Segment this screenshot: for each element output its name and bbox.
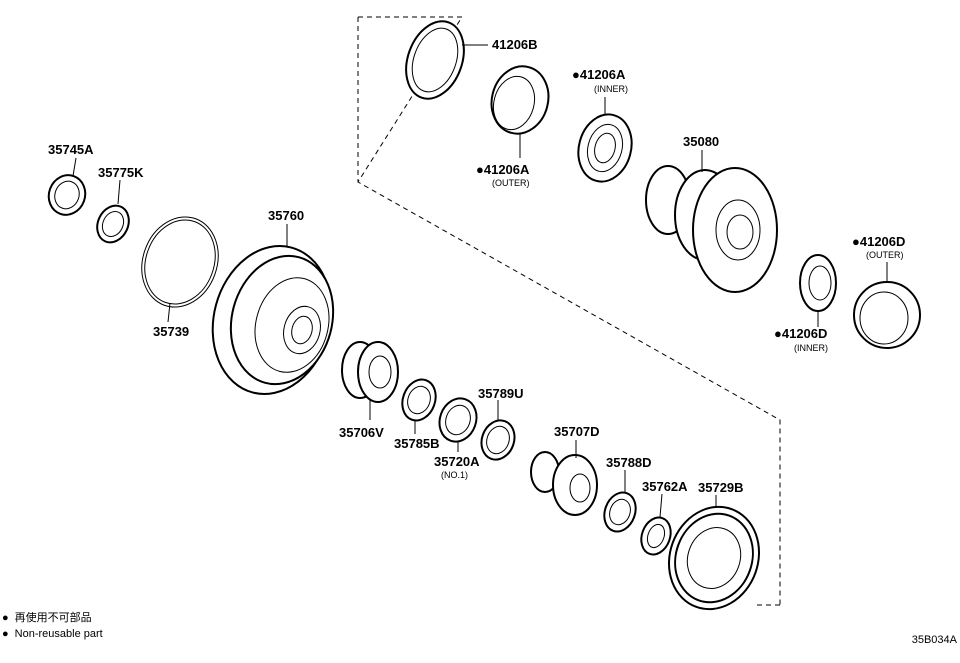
label-41206D-outer-sub: (OUTER): [866, 250, 904, 260]
label-41206A-inner-sub: (INNER): [594, 84, 628, 94]
non-reusable-marker: ●: [852, 234, 860, 249]
label-35739: 35739: [153, 324, 189, 339]
legend-marker: ●: [2, 628, 9, 640]
legend: ●再使用不可部品 ●Non-reusable part: [2, 610, 103, 640]
part-35789U-washer: [480, 419, 516, 461]
label-35720A-sub: (NO.1): [441, 470, 468, 480]
part-41206A-outer-race: [490, 65, 550, 135]
legend-marker: ●: [2, 612, 9, 624]
non-reusable-marker: ●: [476, 162, 484, 177]
label-41206D-outer: ●41206D: [852, 234, 905, 249]
part-35775K-washer: [96, 204, 130, 244]
label-35788D: 35788D: [606, 455, 652, 470]
part-35706V-pinion-gear: [341, 341, 399, 403]
legend-line-en: ●Non-reusable part: [2, 628, 103, 640]
label-35789U: 35789U: [478, 386, 524, 401]
label-35707D: 35707D: [554, 424, 600, 439]
part-35080-gear-shaft: [645, 165, 778, 293]
part-35739-snap-ring: [141, 216, 219, 308]
part-35720A-thrust-bearing: [438, 397, 478, 443]
label-41206D-inner: ●41206D: [774, 326, 827, 341]
diagram-code: 35B034A: [912, 634, 958, 646]
part-41206A-inner-bearing: [577, 113, 633, 183]
part-35762A-thrust-bearing: [640, 516, 672, 556]
label-41206A-outer-sub: (OUTER): [492, 178, 530, 188]
label-35775K: 35775K: [98, 165, 144, 180]
label-41206A-outer: ●41206A: [476, 162, 530, 177]
label-35080: 35080: [683, 134, 719, 149]
non-reusable-marker: ●: [572, 67, 580, 82]
legend-line-jp: ●再使用不可部品: [2, 610, 92, 624]
part-41206B-ring: [405, 20, 465, 100]
part-41206D-inner-bearing: [799, 254, 837, 312]
non-reusable-marker: ●: [774, 326, 782, 341]
label-35720A: 35720A: [434, 454, 480, 469]
label-35706V: 35706V: [339, 425, 384, 440]
part-35788D-washer: [603, 491, 637, 533]
label-35762A: 35762A: [642, 479, 688, 494]
label-41206D-inner-sub: (INNER): [794, 343, 828, 353]
label-35745A: 35745A: [48, 142, 94, 157]
label-35729B: 35729B: [698, 480, 744, 495]
part-35760-planetary-carrier: [211, 245, 335, 395]
part-35729B-ring-gear: [667, 505, 761, 611]
assembly-boundary-dashed: [357, 16, 781, 605]
label-35785B: 35785B: [394, 436, 440, 451]
label-41206A-inner: ●41206A: [572, 67, 626, 82]
label-41206B: 41206B: [492, 37, 538, 52]
part-41206D-outer-race: [853, 281, 921, 349]
part-35707D-gear-shaft: [530, 451, 598, 516]
part-35785B-washer: [401, 378, 437, 422]
part-35745A-needle-bearing: [47, 174, 87, 216]
label-35760: 35760: [268, 208, 304, 223]
